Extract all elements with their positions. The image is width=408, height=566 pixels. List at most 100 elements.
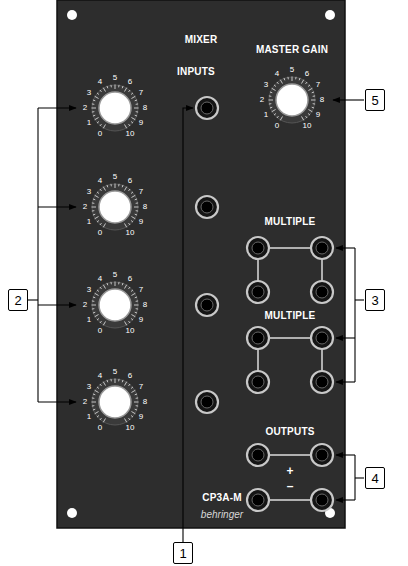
callout-number: 2 [14,294,21,307]
scale-number: 0 [275,122,279,130]
mounting-hole [325,10,335,20]
module-panel [57,0,345,528]
callout-number: 3 [371,294,378,307]
mounting-hole [67,10,77,20]
scale-number: 8 [143,398,147,406]
scale-number: 4 [98,78,102,86]
scale-number: 2 [83,301,87,309]
knob [92,184,139,231]
scale-number: 3 [87,188,91,196]
jack [196,97,218,119]
leader-line [38,401,76,402]
scale-number: 4 [98,275,102,283]
leader-line [38,107,76,108]
section-label: MULTIPLE [265,311,316,321]
scale-number: 8 [143,301,147,309]
scale-number: 1 [87,218,91,226]
leader-line [336,454,355,455]
callout-box: 1 [173,542,193,564]
jack-link [257,259,259,281]
scale-number: 9 [139,119,143,127]
scale-number: 0 [98,424,102,432]
jack [311,327,333,349]
knob [92,85,139,132]
scale-number: 4 [98,177,102,185]
scale-number: 7 [139,188,143,196]
callout-number: 5 [371,94,378,107]
jack [247,489,269,511]
scale-number: 7 [139,383,143,391]
scale-number: 4 [275,70,279,78]
scale-number: 7 [316,81,320,89]
jack-link [269,337,311,339]
scale-number: 5 [113,173,117,181]
scale-number: 10 [303,122,312,130]
scale-number: 5 [290,66,294,74]
scale-number: 5 [113,271,117,279]
scale-number: 8 [320,96,324,104]
mounting-hole [67,508,77,518]
scale-number: 6 [128,275,132,283]
leader-line [354,455,355,500]
section-label: INPUTS [177,67,215,77]
scale-number: 1 [87,316,91,324]
leader-line [336,247,355,248]
leader-line [336,499,355,500]
jack [247,444,269,466]
jack [311,489,333,511]
scale-number: 10 [126,130,135,138]
scale-number: 2 [83,203,87,211]
jack-link [269,247,311,249]
leader-line [183,108,193,543]
polarity-sign: + [286,465,293,477]
callout-box: 3 [365,289,385,311]
scale-number: 8 [143,104,147,112]
knob [92,282,139,329]
jack [196,196,218,218]
scale-number: 3 [264,81,268,89]
scale-number: 2 [83,398,87,406]
jack-link [257,349,259,371]
leader-line [336,337,355,338]
jack [311,237,333,259]
leader-line [355,477,364,478]
knob [92,379,139,426]
scale-number: 1 [264,111,268,119]
leader-line [38,304,76,305]
panel-title: MIXER [185,35,218,45]
brand-name: behringer [201,510,243,520]
scale-number: 7 [139,286,143,294]
section-label: MASTER GAIN [256,45,328,55]
jack-link [321,259,323,281]
scale-number: 10 [126,229,135,237]
scale-number: 6 [128,177,132,185]
jack [247,281,269,303]
leader-line [354,248,355,382]
leader-line [333,99,364,100]
jack [311,444,333,466]
scale-number: 3 [87,286,91,294]
knob [269,77,316,124]
scale-number: 1 [87,119,91,127]
callout-number: 4 [371,472,378,485]
leader-line [38,206,76,207]
leader-line [355,299,364,300]
jack [196,391,218,413]
scale-number: 1 [87,413,91,421]
callout-box: 4 [365,467,385,489]
scale-number: 10 [126,327,135,335]
scale-number: 6 [128,78,132,86]
scale-number: 6 [305,70,309,78]
jack [247,371,269,393]
scale-number: 9 [139,218,143,226]
jack [311,281,333,303]
section-label: MULTIPLE [265,217,316,227]
polarity-sign: – [287,480,294,492]
scale-number: 7 [139,89,143,97]
jack [247,327,269,349]
scale-number: 4 [98,372,102,380]
scale-number: 0 [98,327,102,335]
scale-number: 9 [139,316,143,324]
jack [311,371,333,393]
